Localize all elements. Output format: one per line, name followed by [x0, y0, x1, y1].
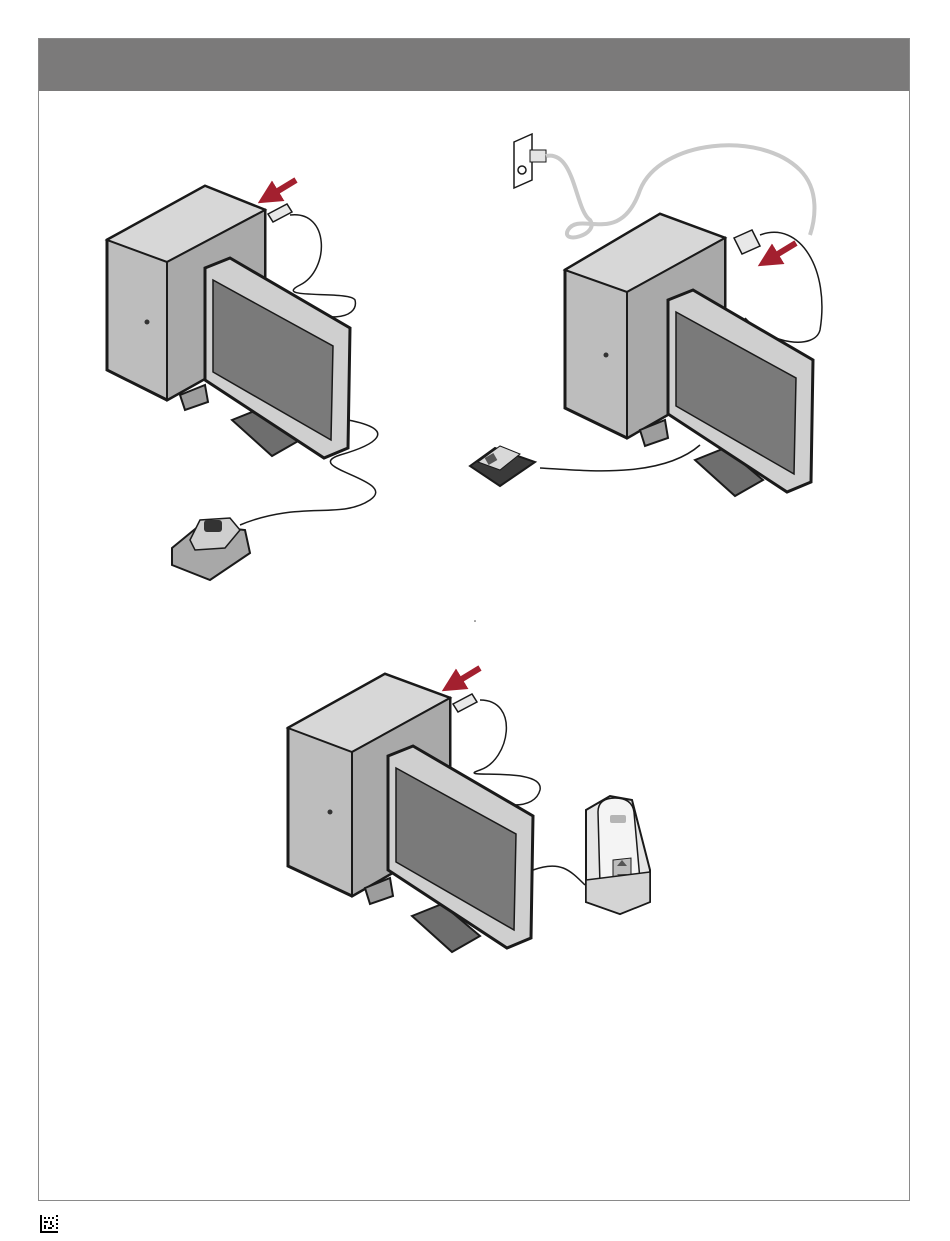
monitor-icon: [388, 746, 533, 952]
connection-arrow-icon: [452, 668, 480, 685]
usb-plug-icon: [268, 204, 292, 222]
panel-card-reader-setup: [470, 134, 822, 496]
panel-handheld-scanner-setup: [288, 668, 650, 952]
monitor-icon: [205, 258, 350, 458]
ethernet-plug-icon: [734, 230, 760, 254]
panel-fingerprint-reader-setup: [107, 180, 378, 580]
fingerprint-reader-icon: [172, 518, 250, 580]
monitor-icon: [668, 290, 813, 496]
usb-plug-icon: [453, 694, 477, 712]
connection-arrow-icon: [268, 180, 296, 197]
connection-arrow-icon: [768, 243, 796, 260]
datamatrix-code-icon: [40, 1215, 58, 1233]
wall-outlet-icon: [514, 134, 546, 188]
handheld-scanner-cradle-icon: [586, 796, 650, 914]
card-reader-icon: [470, 446, 535, 486]
